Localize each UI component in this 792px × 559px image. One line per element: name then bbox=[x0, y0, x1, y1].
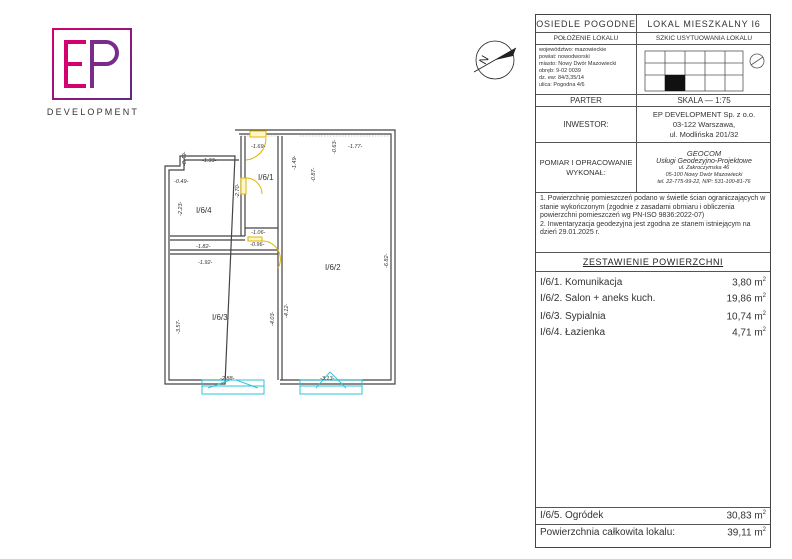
scale-label: SKALA — 1:75 bbox=[637, 95, 771, 107]
dimension: -1.49- bbox=[292, 155, 298, 170]
unit-sup: 2 bbox=[762, 327, 766, 333]
sketch-header: SZKIC USYTUOWANIA LOKALU bbox=[637, 33, 771, 45]
area-name: I/6/1. Komunikacja bbox=[540, 277, 623, 288]
logo-caption: DEVELOPMENT bbox=[46, 107, 140, 117]
area-unit: m bbox=[754, 527, 763, 539]
dimension: -0.49- bbox=[174, 179, 189, 185]
area-row: I/6/4. Łazienka 4,71 m2 bbox=[540, 327, 766, 338]
area-name: I/6/2. Salon + aneks kuch. bbox=[540, 293, 656, 304]
dimension: -0.96- bbox=[250, 242, 265, 248]
investor-line: 03-122 Warszawa, bbox=[672, 119, 736, 129]
area-row: I/6/1. Komunikacja 3,80 m2 bbox=[540, 277, 766, 288]
unit-sup: 2 bbox=[762, 293, 766, 299]
location-line: województwo: mazowieckie bbox=[539, 47, 607, 53]
unit-name: LOKAL MIESZKALNY I6 bbox=[637, 15, 771, 33]
dimension: -0.63- bbox=[332, 139, 338, 154]
dimension: -2.23- bbox=[178, 201, 184, 216]
dimension: -4.12- bbox=[284, 303, 290, 318]
area-name: I/6/4. Łazienka bbox=[540, 327, 606, 338]
area-unit: m bbox=[754, 327, 763, 339]
garden-row: I/6/5. Ogródek 30,83 m2 bbox=[540, 510, 766, 521]
area-name: I/6/3. Sypialnia bbox=[540, 311, 606, 322]
room-label: I/6/3 bbox=[212, 313, 228, 322]
investor-line: EP DEVELOPMENT Sp. z o.o. bbox=[652, 109, 756, 119]
dimension: -1.77- bbox=[348, 144, 363, 150]
ep-logo bbox=[52, 28, 132, 100]
note: 2. Inwentaryzacja geodezyjna jest zgodna… bbox=[540, 220, 751, 237]
floor-label: PARTER bbox=[536, 95, 637, 107]
area-value: 3,80 bbox=[732, 277, 752, 289]
area-value: 4,71 bbox=[732, 327, 752, 339]
project-name: OSIEDLE POGODNE bbox=[536, 15, 637, 33]
dimension: -2.88- bbox=[220, 376, 235, 382]
company-line: 05-100 Nowy Dwór Mazowiecki bbox=[665, 172, 743, 178]
location-details: województwo: mazowieckie powiat: nowodwo… bbox=[536, 45, 637, 95]
dimension: -6.82- bbox=[384, 253, 390, 268]
dimension: -0.49- bbox=[182, 151, 188, 166]
site-sketch bbox=[644, 50, 765, 92]
investor-label: INWESTOR: bbox=[536, 107, 637, 143]
unit-sup: 2 bbox=[762, 277, 766, 283]
note: 1. Powierzchnię pomieszczeń podano w świ… bbox=[540, 195, 766, 220]
area-value: 19,86 bbox=[726, 293, 752, 305]
room-label: I/6/4 bbox=[196, 206, 212, 215]
dimension: -1.33- bbox=[202, 158, 217, 164]
dimension: -4.03- bbox=[270, 311, 276, 326]
dimension: -2.70- bbox=[235, 183, 241, 198]
location-header: POŁOŻENIE LOKALU bbox=[536, 33, 637, 45]
dimension: -1.92- bbox=[198, 260, 213, 266]
unit-sup: 2 bbox=[762, 311, 766, 317]
location-sketch bbox=[637, 45, 771, 95]
area-value: 10,74 bbox=[726, 311, 752, 323]
total-value: 39,11 bbox=[727, 527, 752, 539]
area-name: I/6/5. Ogródek bbox=[540, 510, 604, 521]
location-line: ulica: Pogodna 4/6 bbox=[539, 82, 585, 88]
floor-plan: I/6/1 I/6/2 I/6/3 I/6/4 -1.69- -1.33- -0… bbox=[164, 129, 396, 395]
dimension: -3.57- bbox=[176, 319, 182, 334]
dimension: -1.69- bbox=[251, 144, 266, 150]
dimension: -1.06- bbox=[251, 230, 266, 236]
summary-header: ZESTAWIENIE POWIERZCHNI bbox=[582, 257, 724, 267]
total-row: Powierzchnia całkowita lokalu: 39,11 m2 bbox=[540, 527, 766, 538]
room-label: I/6/1 bbox=[258, 173, 274, 182]
area-unit: m bbox=[754, 293, 763, 305]
company-line: Usługi Geodezyjno-Projektowe bbox=[656, 158, 752, 165]
investor-line: ul. Modlińska 201/32 bbox=[669, 129, 739, 139]
location-line: dz. ew: 84/3,35/14 bbox=[539, 75, 584, 81]
area-row: I/6/3. Sypialnia 10,74 m2 bbox=[540, 311, 766, 322]
notes: 1. Powierzchnię pomieszczeń podano w świ… bbox=[536, 193, 770, 253]
location-line: obręb: 9-02 0039 bbox=[539, 68, 581, 74]
area-row: I/6/2. Salon + aneks kuch. 19,86 m2 bbox=[540, 293, 766, 304]
north-arrow-icon: N bbox=[473, 40, 517, 80]
prepared-details: GEOCOM Usługi Geodezyjno-Projektowe ul. … bbox=[637, 143, 771, 193]
company-line: ul. Zakroczymska 46 bbox=[678, 165, 730, 171]
prepared-label: POMIAR I OPRACOWANIE WYKONAŁ: bbox=[536, 143, 637, 193]
unit-sup: 2 bbox=[762, 527, 766, 533]
company-line: tel. 22-775-99-22, NIP: 531-100-81-76 bbox=[657, 179, 751, 185]
area-unit: m bbox=[754, 277, 763, 289]
dimension: -1.82- bbox=[196, 244, 211, 250]
dimension: -3.13- bbox=[320, 376, 335, 382]
location-line: powiat: nowodworski bbox=[539, 54, 590, 60]
location-line: miasto: Nowy Dwór Mazowiecki bbox=[539, 61, 617, 67]
area-unit: m bbox=[754, 311, 763, 323]
company-name: GEOCOM bbox=[686, 149, 722, 158]
investor-details: EP DEVELOPMENT Sp. z o.o. 03-122 Warszaw… bbox=[637, 107, 771, 143]
area-value: 30,83 bbox=[726, 510, 752, 522]
room-label: I/6/2 bbox=[325, 263, 341, 272]
north-label: N bbox=[477, 54, 491, 67]
area-unit: m bbox=[754, 510, 763, 522]
dimension: -0.87- bbox=[311, 167, 317, 182]
title-block: OSIEDLE POGODNE LOKAL MIESZKALNY I6 POŁO… bbox=[535, 14, 771, 548]
unit-sup: 2 bbox=[762, 510, 766, 516]
total-label: Powierzchnia całkowita lokalu: bbox=[540, 527, 676, 538]
